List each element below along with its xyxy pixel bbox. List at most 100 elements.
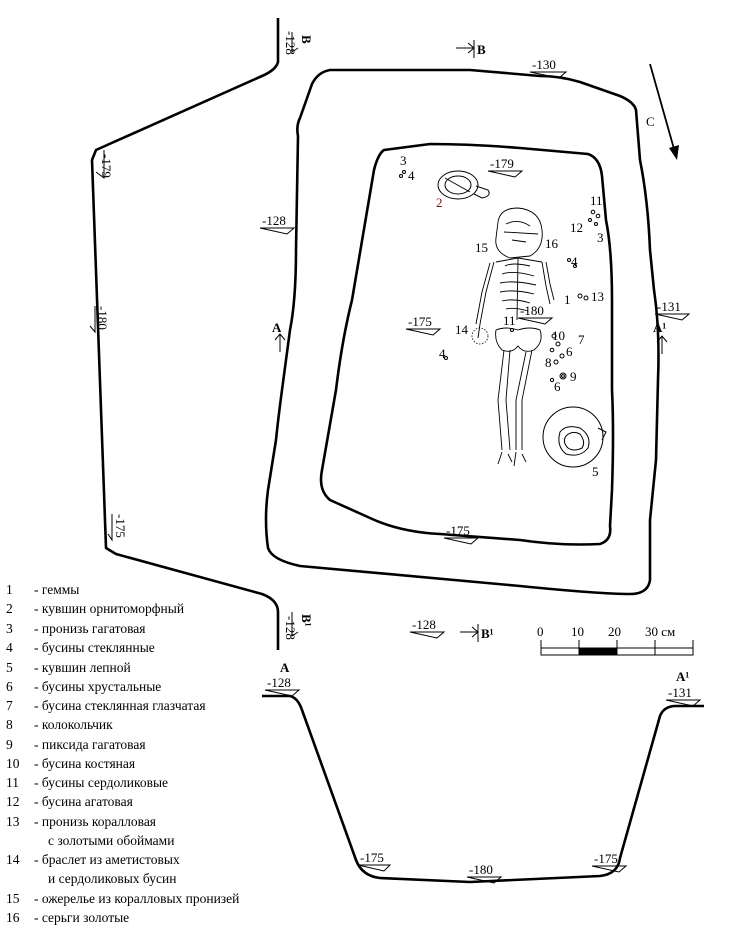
- find-label-3b: 3: [597, 230, 604, 245]
- legend-num-9: 9: [6, 737, 13, 752]
- legend-num-12: 12: [6, 794, 20, 809]
- section-mark-b-top: В: [477, 42, 486, 57]
- section-b-profile: -128 В -179 -180 -175 -128 В¹: [89, 18, 314, 650]
- sec-a-label-right: А¹: [676, 669, 689, 684]
- find-label-6b: 6: [554, 379, 561, 394]
- legend-num-5: 5: [6, 660, 13, 675]
- depth-bottom-128: -128: [412, 617, 436, 632]
- outer-pit-contour: [264, 68, 660, 596]
- scale-tick-0: 0: [537, 624, 544, 639]
- skeleton: [471, 207, 555, 467]
- find-label-7: 7: [578, 332, 585, 347]
- sec-b-depth-180: -180: [95, 306, 110, 330]
- legend-num-16: 16: [6, 910, 20, 925]
- sec-b-depth-179: -179: [99, 154, 114, 178]
- legend-num-10: 10: [6, 756, 20, 771]
- legend-text-11: - бусины сердоликовые: [34, 775, 168, 790]
- legend-text-9: - пиксида гагатовая: [34, 737, 146, 752]
- find-label-5: 5: [592, 464, 599, 479]
- legend-text-7: - бусина стеклянная глазчатая: [34, 698, 206, 713]
- legend-num-2: 2: [6, 601, 13, 616]
- scale-tick-30: 30 см: [645, 624, 675, 639]
- sec-b-label-top: В: [299, 35, 314, 44]
- sec-a-depth-right: -131: [668, 685, 692, 700]
- find-label-4c: 4: [439, 346, 446, 361]
- sec-b-depth-top: -128: [283, 31, 298, 55]
- legend-text-5: - кувшин лепной: [34, 660, 131, 675]
- jug-handmade: [542, 406, 607, 468]
- legend-num-14: 14: [6, 852, 20, 867]
- sec-b-depth-175: -175: [113, 514, 128, 538]
- sec-a-depth-180: -180: [469, 862, 493, 877]
- find-label-1: 1: [564, 292, 571, 307]
- sec-a-depth-175-left: -175: [360, 850, 384, 865]
- legend-text-10: - бусина костяная: [34, 756, 135, 771]
- scattered-beads: [399, 170, 601, 383]
- find-label-16: 16: [545, 236, 559, 251]
- find-label-11b: 11: [503, 313, 516, 328]
- sec-a-depth-175-right: -175: [594, 851, 618, 866]
- sec-a-depth-left: -128: [267, 675, 291, 690]
- legend-text-13: - пронизь коралловая: [34, 814, 156, 829]
- sec-b-depth-bottom: -128: [283, 616, 298, 640]
- depth-mid-175: -175: [408, 314, 432, 329]
- section-a-profile: А А¹ -128 -131 -175 -180 -175: [262, 660, 704, 884]
- legend-num-11: 11: [6, 775, 19, 790]
- depth-left-128: -128: [262, 213, 286, 228]
- find-label-13: 13: [591, 289, 604, 304]
- find-label-2: 2: [436, 195, 443, 210]
- legend-num-3: 3: [6, 621, 13, 636]
- legend-num-7: 7: [6, 698, 13, 713]
- grave-plan: В В¹ А А¹ -130 -179 -128 -131 -175 -180 …: [259, 40, 691, 642]
- find-label-14: 14: [455, 322, 469, 337]
- legend-text-3: - пронизь гагатовая: [34, 621, 146, 636]
- legend-text-12: - бусина агатовая: [34, 794, 133, 809]
- section-mark-b-bottom: В¹: [481, 626, 494, 641]
- north-arrow: С: [646, 63, 679, 160]
- inner-pit-contour: [319, 142, 615, 546]
- legend-num-13: 13: [6, 814, 20, 829]
- legend-text-15: - ожерелье из коралловых пронизей: [34, 891, 239, 906]
- depth-inner-179: -179: [490, 156, 514, 171]
- find-label-12: 12: [570, 220, 583, 235]
- compass-label: С: [646, 114, 655, 129]
- find-label-10: 10: [552, 328, 565, 343]
- legend-text-6: - бусины хрустальные: [34, 679, 161, 694]
- find-label-9: 9: [570, 369, 577, 384]
- find-label-11: 11: [590, 193, 603, 208]
- find-label-4: 4: [408, 168, 415, 183]
- sec-b-label-bottom: В¹: [299, 614, 314, 627]
- depth-right-131: -131: [657, 299, 681, 314]
- scale-tick-10: 10: [571, 624, 584, 639]
- find-label-8: 8: [545, 355, 552, 370]
- find-label-3: 3: [400, 153, 407, 168]
- legend-text-8: - колокольчик: [34, 717, 113, 732]
- legend-num-1: 1: [6, 582, 13, 597]
- legend-text-4: - бусины стеклянные: [34, 640, 155, 655]
- legend-text-2: - кувшин орнитоморфный: [34, 601, 184, 616]
- depth-top-130: -130: [532, 57, 556, 72]
- legend-num-8: 8: [6, 717, 13, 732]
- section-mark-a-left: А: [272, 320, 282, 335]
- legend-text-14b: и сердоликовых бусин: [48, 871, 176, 886]
- legend-num-6: 6: [6, 679, 13, 694]
- jug-ornithomorphic: [437, 170, 490, 200]
- section-mark-a-right: А¹: [653, 320, 666, 335]
- legend-num-15: 15: [6, 891, 20, 906]
- legend-text-16: - серьги золотые: [34, 910, 129, 925]
- legend-text-1: - геммы: [34, 582, 79, 597]
- legend-num-4: 4: [6, 640, 13, 655]
- depth-bottom-175: -175: [446, 523, 470, 538]
- find-label-6: 6: [566, 344, 573, 359]
- depth-mid-180: -180: [520, 303, 544, 318]
- legend-text-14: - браслет из аметистовых: [34, 852, 180, 867]
- scale-bar: 0 10 20 30 см: [537, 624, 694, 656]
- sec-a-label-left: А: [280, 660, 290, 675]
- legend: 1 - геммы 2 - кувшин орнитоморфный 3 - п…: [6, 582, 239, 925]
- find-label-15: 15: [475, 240, 488, 255]
- scale-tick-20: 20: [608, 624, 621, 639]
- legend-text-13b: с золотыми обоймами: [48, 833, 174, 848]
- find-label-4b: 4: [571, 254, 578, 269]
- find-labels: 3 4 2 11 12 3 15 16 4 1 13 14 11 10 7 8 …: [400, 153, 604, 479]
